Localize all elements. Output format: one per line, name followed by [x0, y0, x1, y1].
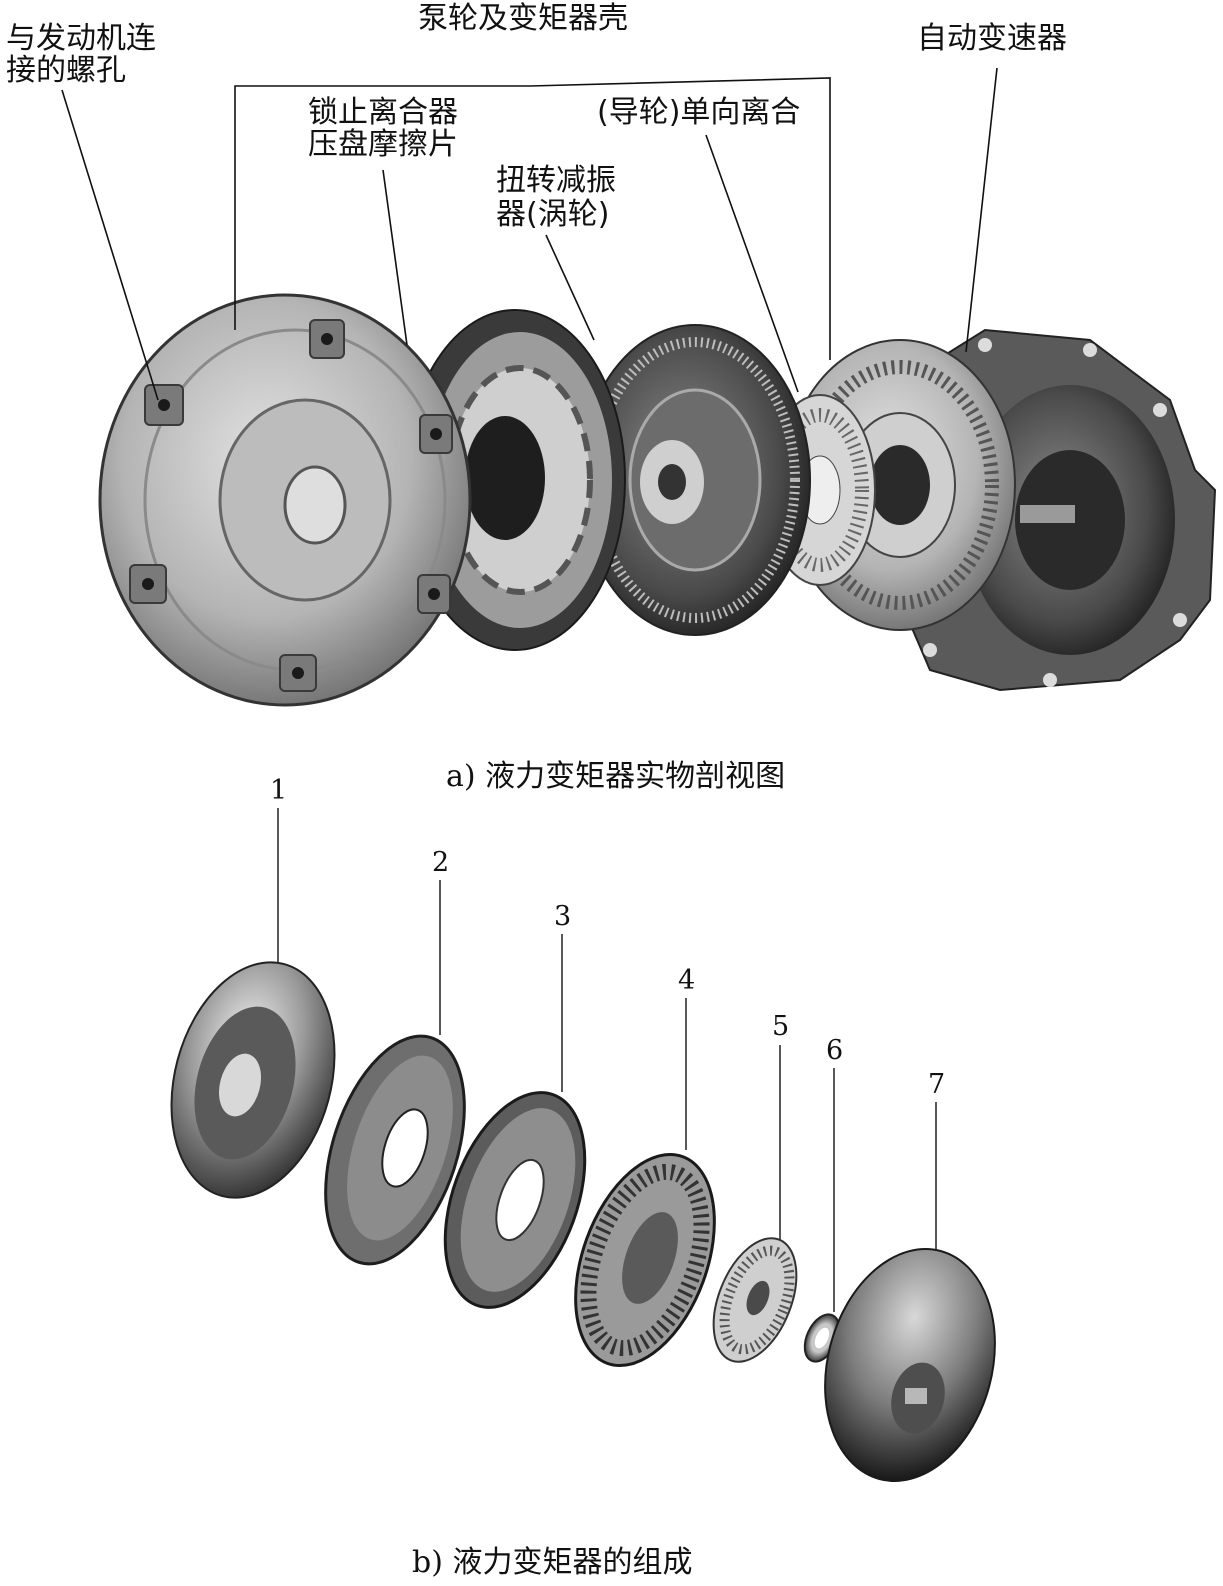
photo-turbine-damper — [579, 324, 811, 636]
label-torsional-damper-line1: 扭转减振 — [496, 163, 616, 198]
part-number-4: 4 — [678, 965, 696, 996]
part-number-7: 7 — [928, 1069, 946, 1100]
label-torsional-damper-line2: 器(涡轮) — [496, 197, 610, 232]
part-2-lockup-piston — [324, 1034, 466, 1266]
part-number-2: 2 — [432, 847, 450, 878]
caption-a: a) 液力变矩器实物剖视图 — [446, 759, 786, 794]
part-3-damper-plate — [443, 1091, 587, 1309]
label-lockup-clutch-line1: 锁止离合器 — [308, 95, 458, 130]
part-number-1: 1 — [270, 775, 288, 806]
part-1-cover — [170, 961, 336, 1199]
leader-lines-b — [277, 808, 937, 1312]
label-leader-lines — [61, 67, 998, 401]
part-5-stator — [712, 1237, 798, 1363]
part-number-3: 3 — [554, 901, 572, 932]
label-stator-clutch: (导轮)单向离合 — [597, 95, 801, 130]
photo-converter-cover — [98, 293, 472, 707]
photo-lockup-clutch — [404, 309, 626, 651]
label-engine-bolt-holes-line2: 接的螺孔 — [6, 53, 126, 88]
part-4-turbine — [574, 1152, 716, 1368]
label-engine-bolt-holes-line1: 与发动机连 — [6, 21, 156, 56]
part-number-5: 5 — [772, 1011, 790, 1042]
label-lockup-clutch-line2: 压盘摩擦片 — [308, 127, 458, 162]
caption-b: b) 液力变矩器的组成 — [412, 1545, 693, 1580]
label-auto-transmission: 自动变速器 — [917, 21, 1067, 56]
part-number-6: 6 — [826, 1035, 844, 1066]
part-7-pump-impeller — [824, 1248, 996, 1482]
label-pump-and-shell: 泵轮及变矩器壳 — [418, 1, 628, 36]
